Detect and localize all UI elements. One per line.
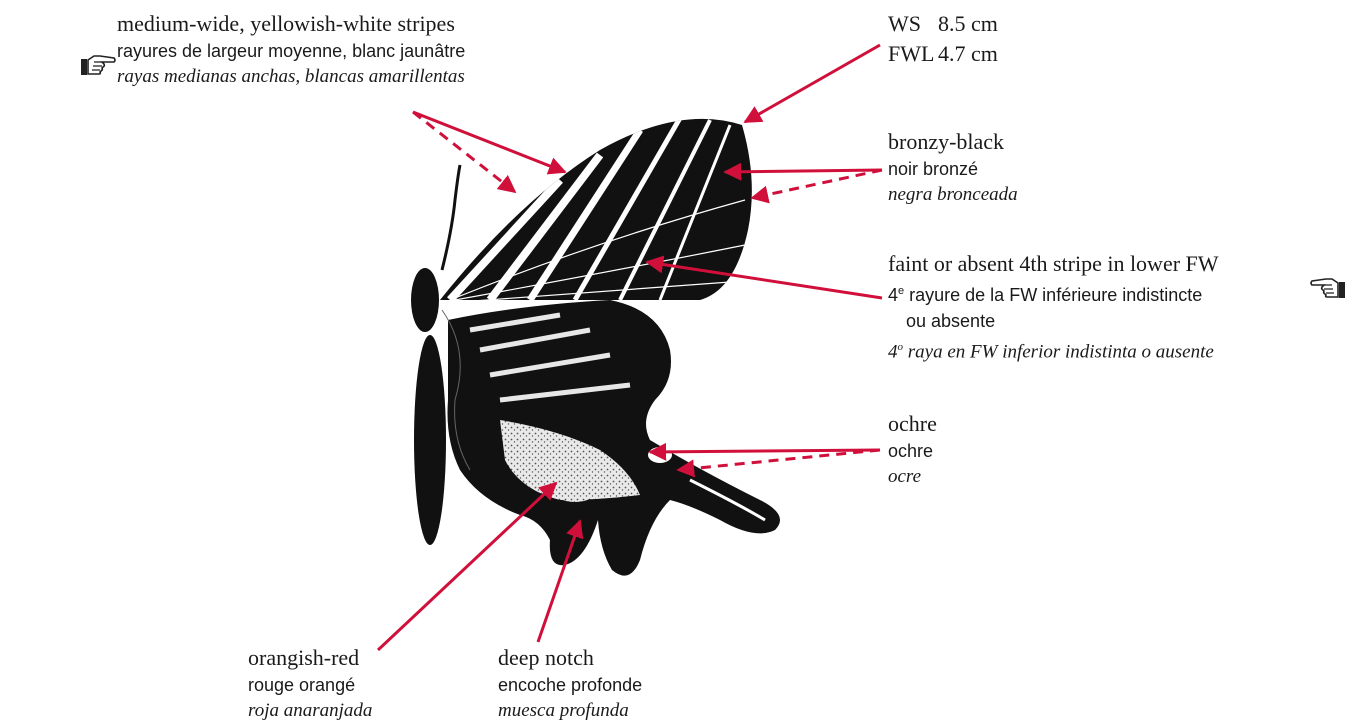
arrow-orangish: [378, 483, 556, 650]
antenna: [442, 165, 460, 270]
forewing: [440, 118, 752, 302]
arrow-stripes-solid: [413, 112, 565, 172]
hindwing: [448, 300, 781, 576]
arrow-bronzy-dashed: [752, 170, 882, 198]
arrow-ochre-dashed: [678, 450, 880, 470]
arrow-ochre-solid: [650, 450, 880, 452]
arrow-wingspan: [745, 45, 880, 122]
arrow-stripes-dashed: [413, 112, 515, 192]
arrow-bronzy-solid: [725, 170, 882, 172]
